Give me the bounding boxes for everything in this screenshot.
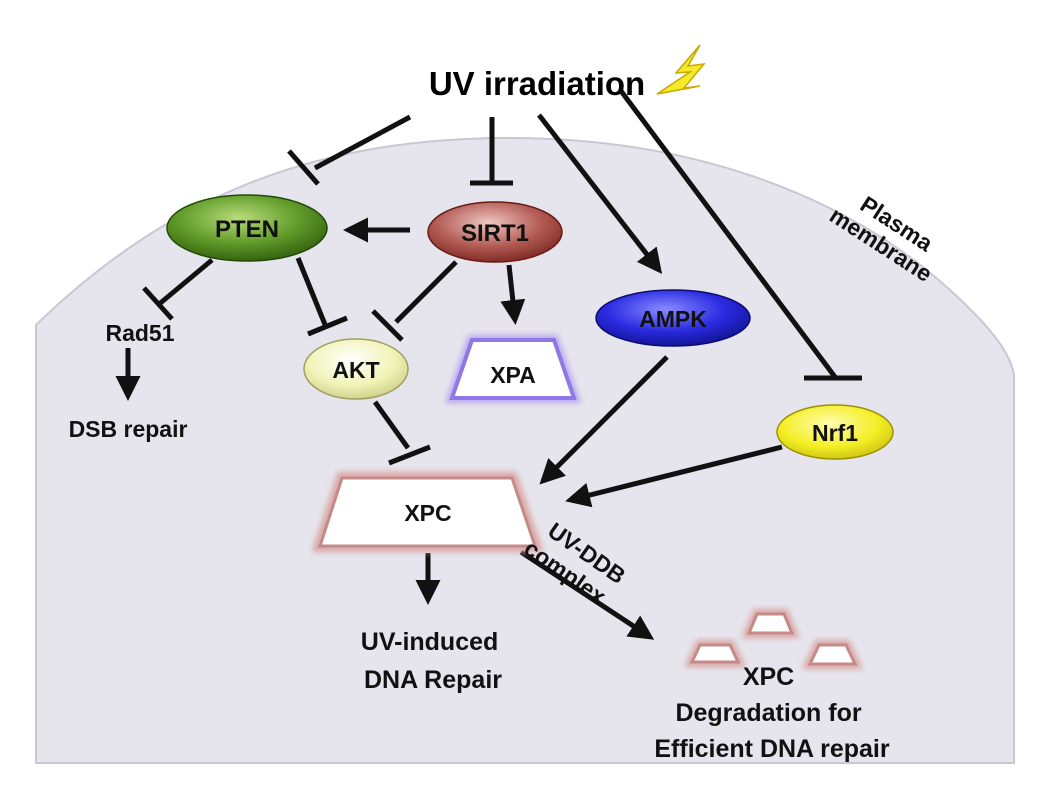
degradation-line3: Efficient DNA repair (654, 735, 890, 763)
edge-xpc-to-degradation (519, 549, 655, 640)
edges (115, 89, 862, 640)
node-sirt1: SIRT1 (427, 201, 563, 263)
edge-akt-inhibits-xpc-bar (388, 444, 431, 466)
uv-induced-line2: DNA Repair (364, 666, 502, 694)
edge-pten-inhibits-rad51 (156, 258, 214, 307)
edge-akt-inhibits-xpc (372, 400, 411, 450)
node-xpa: XPA (444, 335, 582, 403)
sirt1-label: SIRT1 (461, 220, 529, 247)
edge-sirt1-inhibits-akt (394, 260, 458, 324)
xpc-fragments (684, 609, 863, 669)
edge-uv-inhibits-pten-bar (287, 149, 320, 186)
dsb-repair-label: DSB repair (69, 416, 188, 442)
edge-pten-inhibits-rad51-bar (142, 286, 174, 321)
nrf1-label: Nrf1 (812, 420, 858, 446)
node-ampk: AMPK (595, 289, 751, 347)
akt-label: AKT (332, 357, 379, 383)
lightning-bolt-icon (656, 44, 706, 95)
uv-induced-line1: UV-induced (361, 628, 499, 656)
degradation-line2: Degradation for (675, 699, 861, 727)
edge-uv-activates-ampk (537, 113, 663, 274)
edge-pten-inhibits-akt (295, 257, 329, 328)
node-xpc: XPC (311, 472, 544, 552)
node-pten: PTEN (166, 194, 328, 262)
xpc-degradation-label: XPC Degradation for Efficient DNA repair (654, 663, 890, 763)
node-akt: AKT (303, 338, 409, 400)
uv-irradiation-title: UV irradiation (429, 65, 645, 102)
cell-membrane (35, 136, 1015, 764)
xpa-label: XPA (490, 362, 536, 388)
edge-nrf1-activates-xpc (565, 444, 783, 508)
edge-ampk-activates-xpc (539, 355, 669, 485)
edge-pten-inhibits-akt-bar (307, 315, 348, 337)
edge-sirt1-inhibits-akt-bar (371, 309, 404, 342)
node-nrf1: Nrf1 (776, 404, 894, 460)
pten-label: PTEN (215, 216, 279, 243)
edge-sirt1-activates-xpa (500, 264, 526, 325)
ampk-label: AMPK (639, 306, 707, 332)
edge-uv-inhibits-nrf1 (618, 89, 838, 379)
xpc-label: XPC (404, 500, 451, 526)
edge-uv-inhibits-pten (313, 114, 412, 171)
rad51-label: Rad51 (105, 320, 174, 346)
degradation-line1: XPC (743, 663, 794, 691)
uv-induced-repair-label: UV-induced DNA Repair (361, 628, 505, 694)
